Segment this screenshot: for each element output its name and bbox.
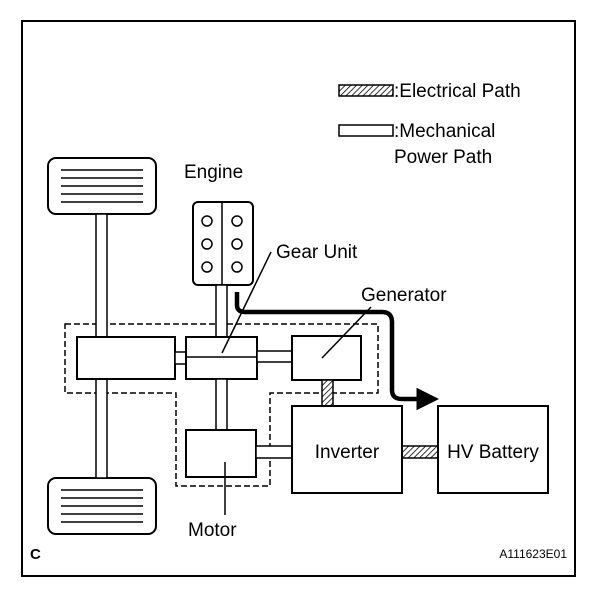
engine-shaft: [215, 284, 228, 338]
power-split-boundary: [64, 323, 379, 487]
gear-to-generator-shaft: [256, 350, 293, 363]
corner-letter: C: [30, 546, 41, 563]
generator-leader: [321, 306, 372, 359]
gear-to-motor-shaft: [215, 378, 228, 431]
power-flow-arrow: [234, 292, 439, 411]
generator-box: [291, 335, 362, 381]
gear-unit-label: Gear Unit: [276, 242, 358, 263]
front-wheel: [47, 157, 157, 215]
legend-electrical-label: :Electrical Path: [394, 81, 521, 102]
gear-unit-box: [185, 336, 258, 380]
inverter-box: [291, 405, 403, 494]
gear-unit-leader: [221, 251, 272, 354]
generator-label: Generator: [361, 285, 447, 306]
rear-axle-shaft: [95, 378, 108, 479]
hv-battery-label: HV Battery: [447, 442, 539, 463]
hv-battery-box: [437, 405, 549, 494]
engine-block: [192, 201, 254, 286]
motor-box: [185, 429, 257, 478]
figure-id: A111623E01: [499, 547, 567, 561]
legend-mechanical-swatch: [338, 124, 394, 137]
engine-label: Engine: [184, 162, 243, 183]
gear-to-differential-shaft: [174, 351, 187, 365]
legend-mechanical-label: :Mechanical: [394, 121, 495, 142]
motor-label: Motor: [188, 520, 237, 541]
rear-wheel: [47, 477, 157, 535]
generator-inverter-link: [321, 379, 334, 407]
legend-electrical-swatch: [338, 84, 394, 97]
inverter-battery-link: [401, 445, 439, 459]
front-axle-shaft: [95, 213, 108, 338]
differential-box: [76, 336, 176, 380]
motor-inverter-link: [255, 445, 293, 459]
inverter-label: Inverter: [315, 442, 380, 463]
figure-frame: [21, 20, 576, 577]
legend-mechanical-label-2: Power Path: [394, 147, 492, 168]
